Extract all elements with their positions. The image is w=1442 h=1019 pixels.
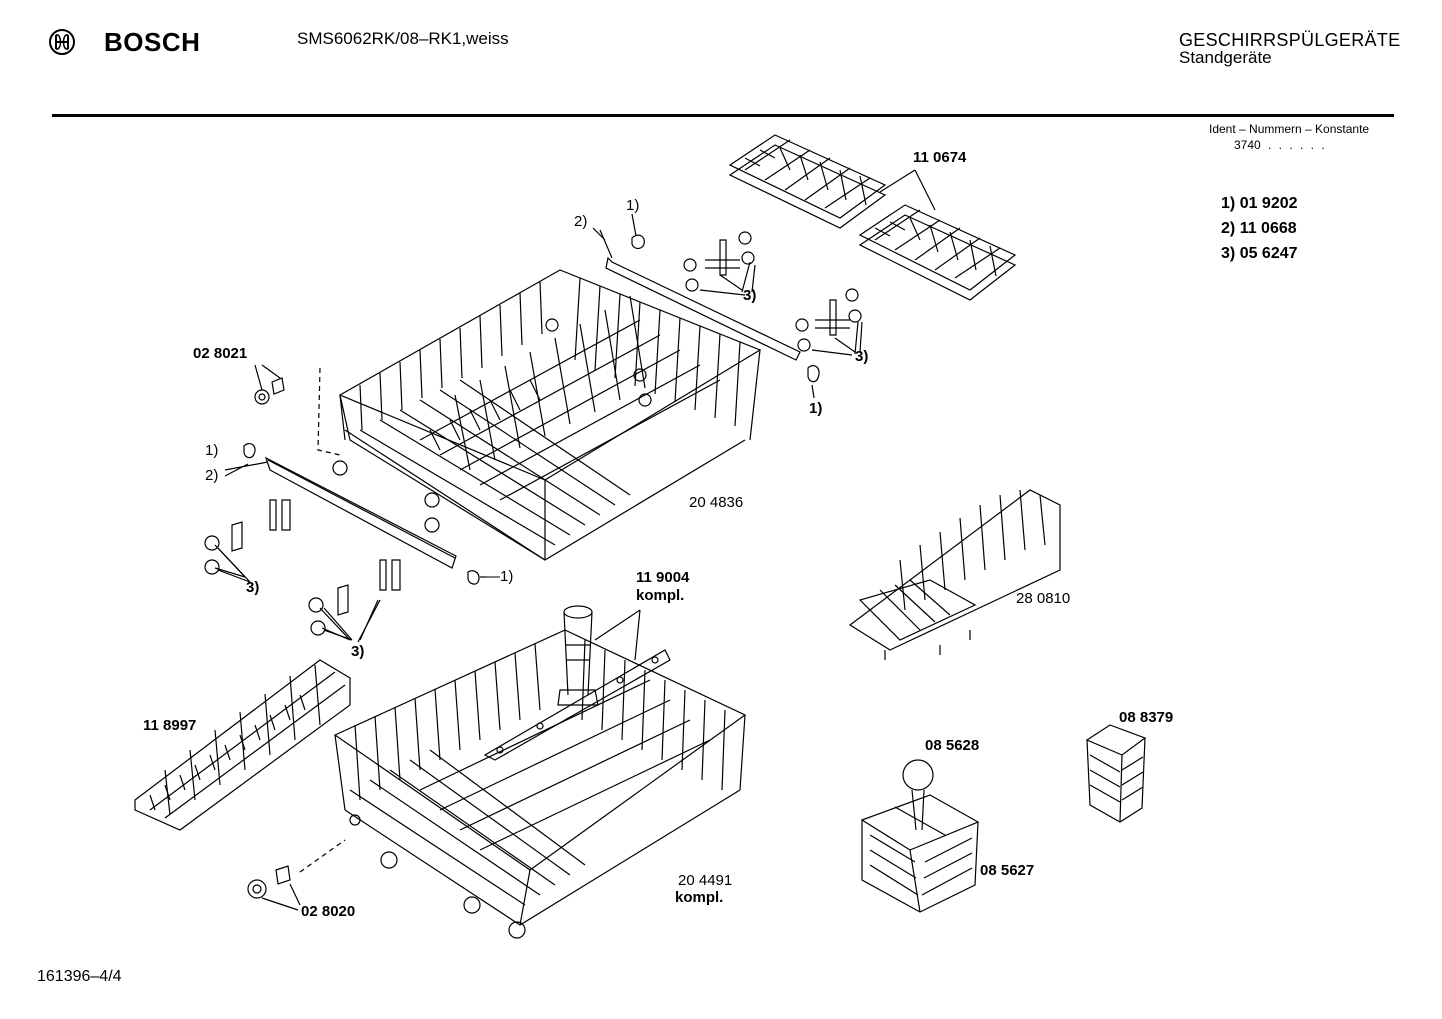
callout-3-upper: 3) bbox=[743, 287, 757, 304]
spray-arm bbox=[485, 606, 670, 760]
cup-rack-lower bbox=[860, 205, 1015, 300]
leader-3-left-upper bbox=[215, 545, 245, 577]
cutlery-basket bbox=[862, 760, 978, 912]
part-label-085627: 08 5627 bbox=[980, 862, 1035, 879]
callout-1-left: 1) bbox=[205, 442, 219, 459]
leader-110674 bbox=[880, 170, 935, 210]
rail-lower bbox=[266, 458, 456, 568]
cutlery-insert bbox=[1087, 725, 1145, 822]
legend-key: 2) bbox=[1221, 220, 1236, 237]
wheel-assembly-lower bbox=[248, 840, 345, 910]
part-label-028021: 02 8021 bbox=[193, 345, 248, 362]
ident-code: 3740 bbox=[1234, 138, 1261, 152]
lower-basket bbox=[335, 630, 745, 938]
ident-dots: . . . . . . bbox=[1268, 138, 1327, 152]
callout-1-right: 1) bbox=[809, 400, 823, 417]
leader-2-upper bbox=[593, 228, 612, 258]
header-rule bbox=[52, 114, 1394, 117]
leader-2-lower bbox=[225, 462, 268, 476]
rack-insert-280810 bbox=[850, 490, 1060, 660]
clip-1-upper bbox=[632, 235, 644, 248]
part-label-088379: 08 8379 bbox=[1119, 709, 1174, 726]
part-label-204491: 20 4491 bbox=[678, 872, 733, 889]
legend-value: 01 9202 bbox=[1239, 195, 1298, 212]
legend-value: 11 0668 bbox=[1239, 220, 1297, 237]
part-label-204491-kompl: kompl. bbox=[675, 889, 724, 906]
legend-key: 3) bbox=[1221, 245, 1236, 262]
roller-assembly-left-upper bbox=[205, 500, 290, 582]
legend-item-3: 3) 05 6247 bbox=[1221, 245, 1298, 263]
leader-1-upper bbox=[632, 214, 636, 236]
part-label-118997: 11 8997 bbox=[143, 717, 197, 734]
roller-assembly-upper bbox=[684, 232, 755, 295]
ident-title: Ident – Nummern – Konstante bbox=[1209, 122, 1370, 136]
bosch-logo-icon bbox=[49, 29, 75, 55]
part-label-204836: 20 4836 bbox=[689, 494, 744, 511]
drawing-number: 161396–4/4 bbox=[37, 968, 122, 985]
product-category: GESCHIRRSPÜLGERÄTE bbox=[1179, 30, 1401, 50]
model-number: SMS6062RK/08–RK1,weiss bbox=[297, 29, 509, 48]
callout-1-upper: 1) bbox=[626, 197, 640, 214]
roller-assembly-right bbox=[796, 289, 862, 355]
part-label-028020: 02 8020 bbox=[301, 903, 356, 920]
part-label-280810: 28 0810 bbox=[1016, 590, 1071, 607]
brand-name: BOSCH bbox=[104, 27, 201, 57]
legend-item-2: 2) 11 0668 bbox=[1221, 220, 1297, 238]
leader-3-right bbox=[835, 322, 858, 354]
rack-insert-118997 bbox=[135, 660, 350, 830]
legend-key: 1) bbox=[1221, 195, 1236, 212]
part-label-110674: 11 0674 bbox=[913, 149, 967, 166]
wheel-assembly-upper bbox=[255, 365, 340, 455]
clip-1-bottom bbox=[468, 571, 479, 584]
part-label-119004: 11 9004 bbox=[636, 569, 690, 586]
leader-1-right bbox=[812, 385, 814, 398]
callout-3-left-lower: 3) bbox=[351, 643, 365, 660]
legend-value: 05 6247 bbox=[1239, 245, 1298, 262]
part-label-085628: 08 5628 bbox=[925, 737, 980, 754]
callout-3-right: 3) bbox=[855, 348, 869, 365]
callout-1-bottom: —1) bbox=[485, 568, 514, 585]
product-subcategory: Standgeräte bbox=[1179, 48, 1272, 67]
callout-3-left-upper: 3) bbox=[246, 579, 260, 596]
callout-2-left: 2) bbox=[205, 467, 219, 484]
clip-1-left bbox=[244, 444, 255, 458]
legend-item-1: 1) 01 9202 bbox=[1221, 195, 1298, 213]
leader-3-left-lower bbox=[320, 600, 380, 642]
clip-1-right bbox=[808, 366, 819, 382]
callout-2-upper: 2) bbox=[574, 213, 588, 230]
part-label-119004-kompl: kompl. bbox=[636, 587, 685, 604]
rail-upper bbox=[606, 258, 800, 360]
cup-rack-upper bbox=[730, 135, 885, 228]
upper-basket bbox=[333, 270, 760, 560]
leader-3-upper bbox=[720, 262, 750, 292]
